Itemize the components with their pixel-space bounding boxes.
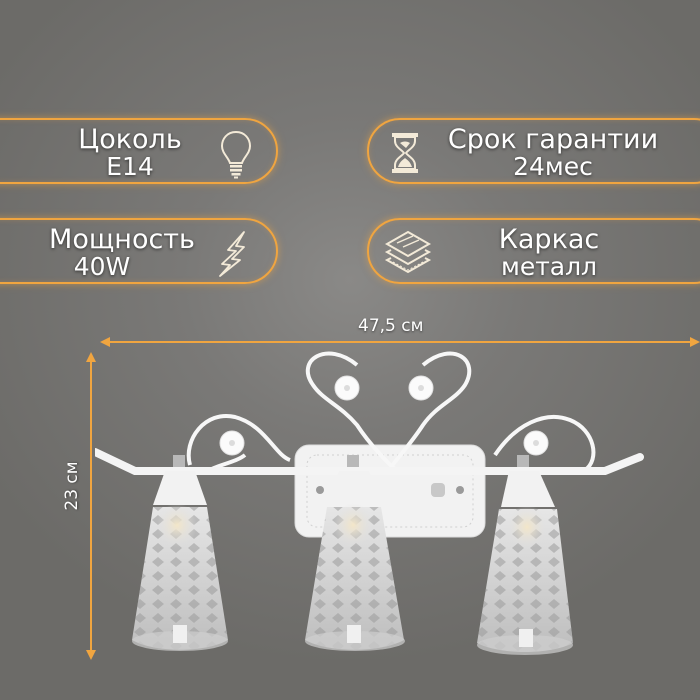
height-dimension-line — [90, 358, 92, 654]
arrow-down-icon — [86, 650, 96, 660]
width-dimension-line — [104, 341, 694, 343]
spec-socket-card: Цоколь E14 — [0, 118, 278, 184]
arrow-right-icon — [690, 337, 700, 347]
spec-power-value: 40W — [73, 252, 131, 281]
spec-frame-card: Каркас металл — [367, 218, 700, 284]
arrow-left-icon — [100, 337, 110, 347]
height-dimension-label: 23 см — [62, 461, 82, 511]
spec-socket-value: E14 — [106, 152, 154, 181]
light-bulb-icon — [220, 130, 252, 179]
spec-warranty-card: Срок гарантии 24мес — [367, 118, 700, 184]
layers-icon — [384, 230, 432, 274]
hourglass-icon — [392, 133, 418, 173]
spec-power-card: Мощность 40W — [0, 218, 278, 284]
lightning-icon — [219, 231, 245, 277]
spec-socket-title: Цоколь — [78, 124, 182, 155]
spec-warranty-value: 24мес — [513, 152, 593, 181]
spec-frame-value: металл — [500, 252, 598, 281]
width-dimension-label: 47,5 см — [358, 316, 424, 336]
arrow-up-icon — [86, 352, 96, 362]
spec-warranty-title: Срок гарантии — [447, 124, 659, 155]
wall-lamp-image — [95, 351, 644, 655]
spec-power-title: Мощность — [49, 224, 195, 255]
spec-frame-title: Каркас — [498, 224, 600, 255]
